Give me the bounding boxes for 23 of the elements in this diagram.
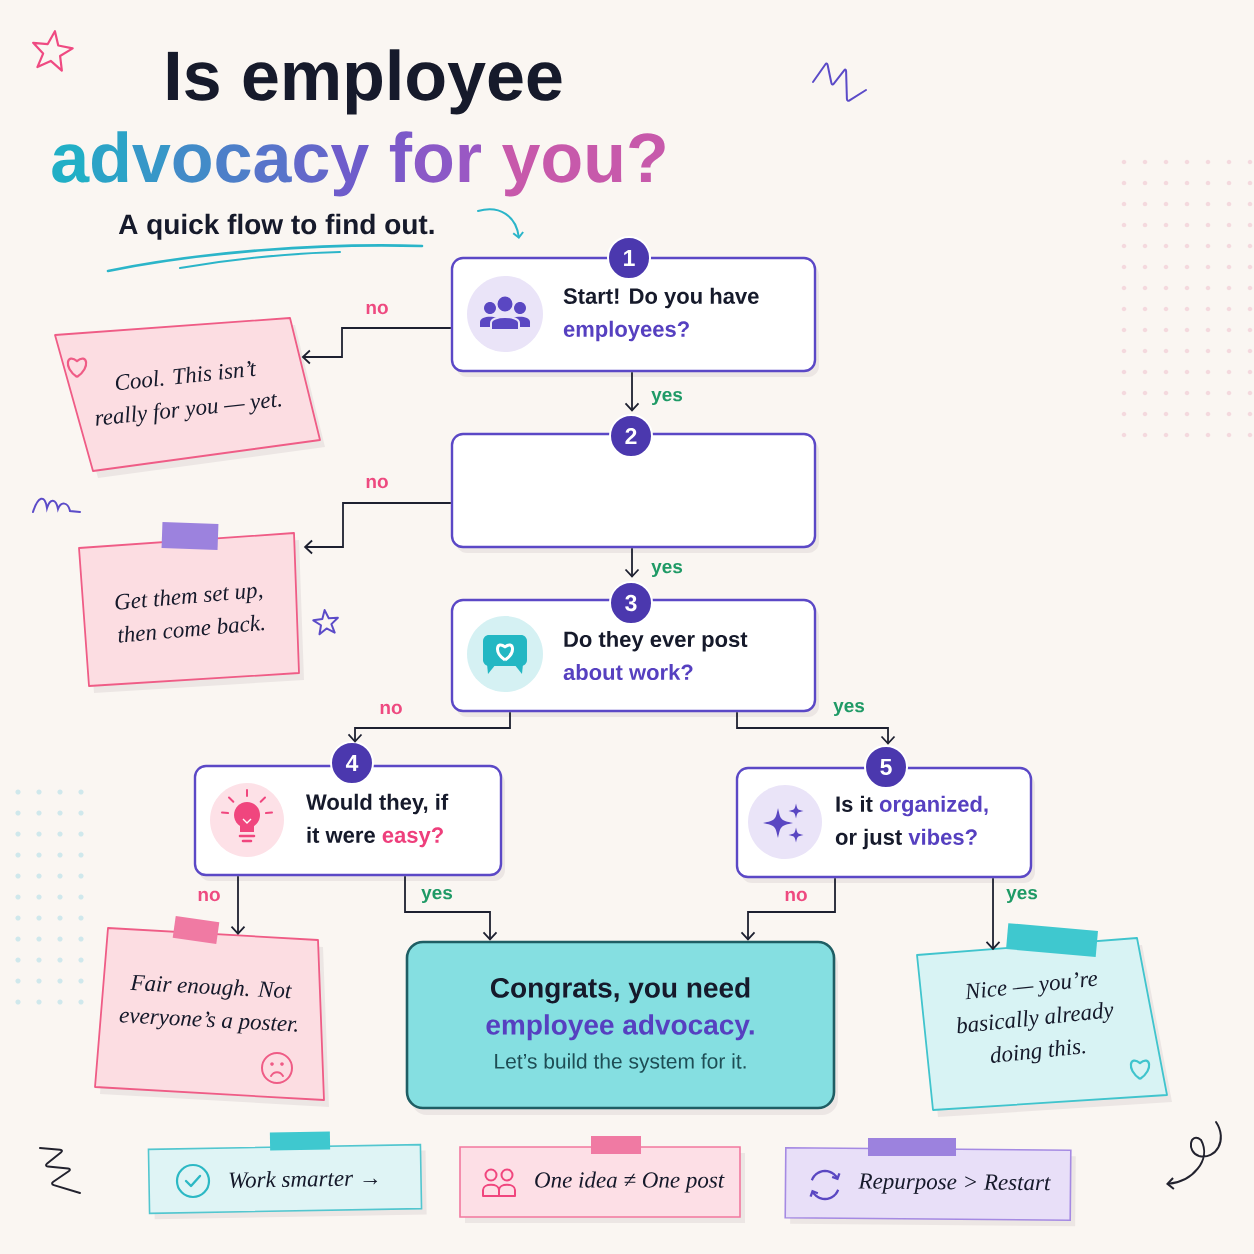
arrow: [404, 875, 498, 941]
result-box: Congrats, you need employee advocacy. Let’s build the system for it.: [405, 940, 838, 1115]
sticky-note: Fair enough. Not everyone’s a poster.: [94, 927, 329, 1107]
step-badge: 3: [609, 581, 653, 625]
arrow: [624, 547, 640, 578]
tag-label: One idea ≠ One post: [459, 1146, 745, 1223]
arrow: [624, 371, 640, 412]
subtitle: A quick flow to find out.: [118, 213, 434, 240]
tag-label: Repurpose > Restart: [784, 1146, 1076, 1227]
arrow: [230, 875, 246, 935]
arrow: [985, 877, 1001, 951]
sticky-note: Get them set up, then come back.: [78, 532, 304, 693]
arrow: [303, 502, 452, 555]
tag-label: Work smarter →: [147, 1143, 427, 1220]
sticky-note: Nice — you’re basically already doing this.: [916, 937, 1172, 1117]
title: Is employee advocacy for you?: [52, 49, 665, 197]
arrow: [740, 877, 836, 941]
step-badge: 1: [607, 236, 651, 280]
arrow: [301, 327, 452, 365]
arrow: [347, 711, 511, 743]
sticky-note: Cool. This isn’t really for you — yet.: [54, 317, 325, 478]
step-badge: 5: [864, 745, 908, 789]
arrow: [736, 711, 896, 745]
